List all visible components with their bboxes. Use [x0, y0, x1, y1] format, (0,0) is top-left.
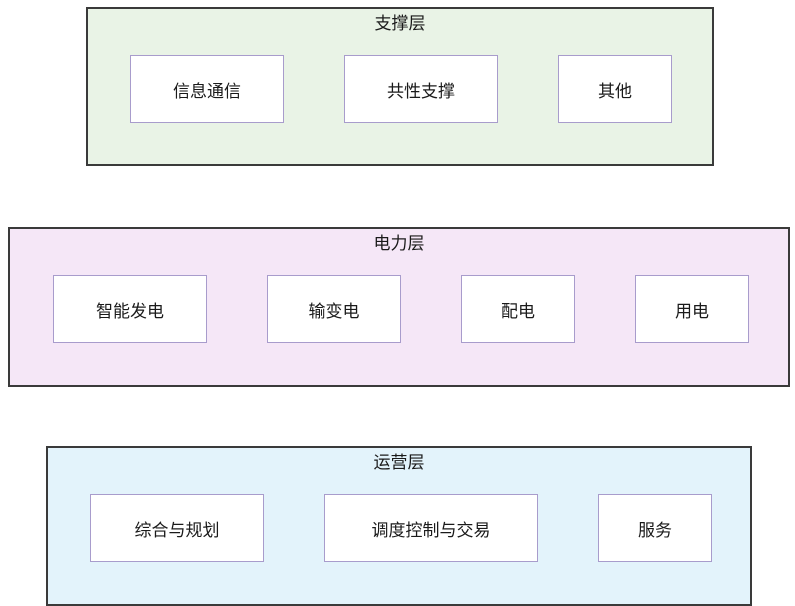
- box-other: 其他: [558, 55, 672, 123]
- box-transmission-transformation: 输变电: [267, 275, 401, 343]
- box-integration-planning: 综合与规划: [90, 494, 264, 562]
- operation-layer: 运营层 综合与规划 调度控制与交易 服务: [46, 446, 752, 606]
- box-common-support: 共性支撑: [344, 55, 498, 123]
- box-service: 服务: [598, 494, 712, 562]
- operation-layer-title: 运营层: [373, 453, 425, 473]
- box-consumption: 用电: [635, 275, 749, 343]
- box-smart-generation: 智能发电: [53, 275, 207, 343]
- power-layer: 电力层 智能发电 输变电 配电 用电: [8, 227, 790, 387]
- support-layer-title: 支撑层: [374, 14, 426, 34]
- power-layer-title: 电力层: [373, 234, 425, 254]
- box-dispatch-control-trading: 调度控制与交易: [324, 494, 538, 562]
- box-distribution: 配电: [461, 275, 575, 343]
- box-info-communication: 信息通信: [130, 55, 284, 123]
- support-layer: 支撑层 信息通信 共性支撑 其他: [86, 7, 714, 166]
